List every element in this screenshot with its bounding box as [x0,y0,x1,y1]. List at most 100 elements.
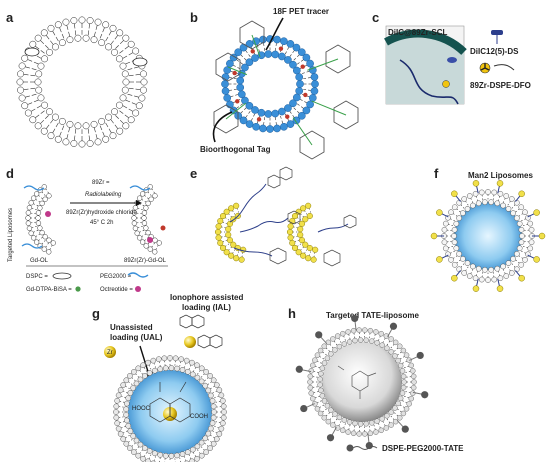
lipid-head [189,371,196,378]
lipid-tail [462,207,465,209]
lipid-head [264,110,273,118]
lipid-head [122,122,130,130]
lipid-head [332,347,338,353]
scl-title: DiIC@89Zr-SCL [388,28,447,37]
lipid-tail [379,426,381,429]
lipid-tail [344,339,346,341]
lipid-head [357,337,364,343]
lipid-head [286,40,295,48]
lipid-head [264,50,273,58]
lipid-head [211,409,217,415]
lipid-tail [230,95,234,98]
lipid-head [251,54,259,62]
liposome-bilayer-a [16,16,148,148]
mannose-head [451,190,458,198]
lipid-tail [240,54,243,57]
tracer-molecule [278,46,284,51]
lipid-head [442,220,449,227]
lipid-head [392,339,399,346]
lipid-head [497,190,504,197]
tate-peptide [315,331,323,339]
tate-title: Targeted TATE-liposome [326,311,419,320]
lipid-head [183,357,190,364]
targeted-liposomes-label: Targeted Liposomes [8,208,14,262]
lipid-head [289,99,297,108]
lipid-head [46,193,52,199]
lipid-head [127,373,133,379]
lipid-head [141,215,147,221]
lipid-head [319,393,326,399]
lipid-tail [234,249,236,251]
lipid-head [494,265,501,272]
lipid-head [516,220,523,227]
lipid-head [33,239,40,245]
lipid-head [145,359,151,366]
lipid-tail [144,233,147,235]
lipid-head [273,124,281,133]
lipid-head [113,414,120,421]
lipid-tail [340,341,342,343]
lipid-tail [128,435,130,437]
lipid-head [114,397,121,404]
lipid-head [392,405,398,411]
lipid-head [451,204,458,211]
lipid-tail [462,263,465,265]
lipid-tail [399,358,402,360]
mannose-head [472,180,480,187]
lipid-head [312,246,319,253]
lipid-tail [386,418,389,421]
lipid-tail [300,106,304,109]
mannose-head [430,232,438,240]
lipid-tail [128,87,134,90]
lipid-head [198,365,205,372]
lipid-tail [122,105,128,109]
lipid-head [145,458,151,462]
lipid-tail [51,244,53,247]
lipid-tail [212,392,214,394]
lipid-head [379,416,385,422]
lipid-head [217,239,224,247]
tracer-arrow [265,17,284,51]
lipid-head [223,249,230,256]
lipid-tail [31,93,37,96]
octreotide-peptide [45,211,51,217]
lipid-tail [240,62,243,65]
lipid-tail [210,387,212,389]
lipid-tail [23,74,29,76]
lipid-head [334,333,341,339]
mannose-head [533,256,540,263]
tag-linker [311,100,347,116]
lipid-tail [126,430,128,432]
lipid-head [66,120,74,128]
lipid-tail [471,269,474,271]
lipid-head [218,392,225,399]
lipid-head [453,220,460,227]
lipid-tail [47,242,49,245]
lipid-head [508,196,515,202]
lipid-head [131,449,137,455]
lipid-head [115,55,123,63]
lipid-tail [30,87,36,90]
lipid-tail [38,239,40,241]
lipid-tail [61,125,65,131]
lipid-tail [293,107,297,111]
lipid-head [302,216,309,223]
lipid-tail [467,266,469,269]
lipid-tail [74,128,77,134]
lipid-head [297,226,304,233]
lipid-head [456,266,463,273]
lipid-head [52,113,59,121]
lipid-head [259,124,267,133]
gd-ol-label: Gd-OL [30,258,49,264]
lipid-head [179,451,186,458]
lipid-tail [335,418,338,421]
lipid-head [368,338,375,344]
lipid-tail [328,350,330,352]
lipid-tail [459,210,461,213]
lipid-head [482,267,488,273]
lipid-head [306,212,313,220]
lipid-head [207,445,213,451]
lipid-tail [145,452,147,454]
lipid-tail [127,68,133,71]
dfo-chain [493,64,515,71]
